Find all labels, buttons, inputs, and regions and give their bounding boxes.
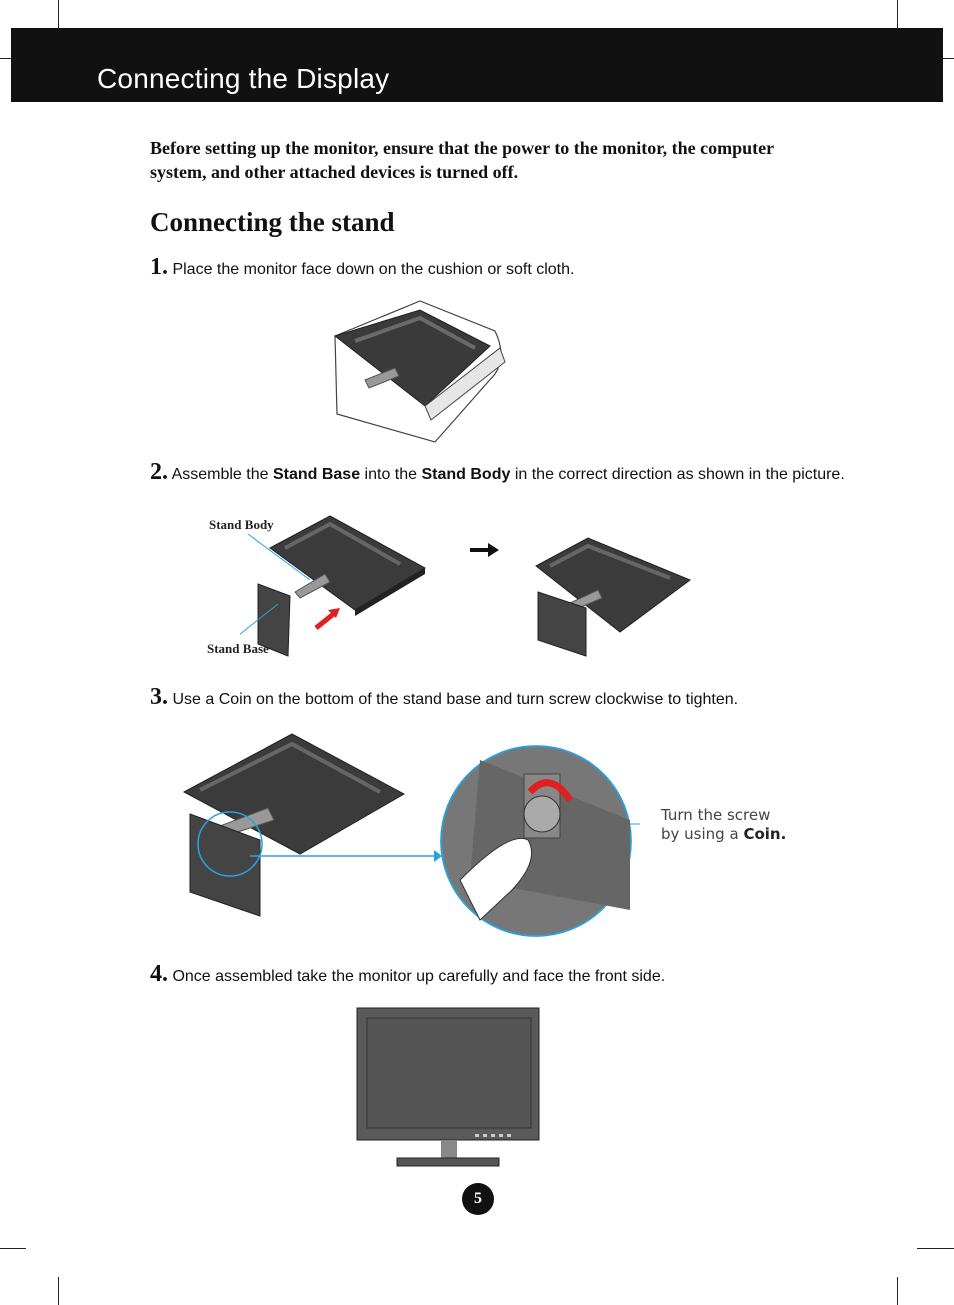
monitor-front-illustration xyxy=(356,1007,540,1167)
page-number: 5 xyxy=(462,1183,494,1215)
crop-mark xyxy=(58,1277,59,1305)
step-number: 4. xyxy=(150,961,168,987)
header-bar xyxy=(11,28,943,102)
crop-mark xyxy=(0,1248,26,1249)
crop-mark xyxy=(897,1277,898,1305)
step-number: 1. xyxy=(150,254,168,280)
crop-mark xyxy=(943,58,954,59)
step-1: 1. Place the monitor face down on the cu… xyxy=(150,254,574,281)
step-2: 2. Assemble the Stand Base into the Stan… xyxy=(150,459,845,485)
right-arrow-icon xyxy=(470,543,499,557)
step-text: Place the monitor face down on the cushi… xyxy=(172,261,575,278)
step-number: 2. xyxy=(150,459,168,485)
step-3: 3. Use a Coin on the bottom of the stand… xyxy=(150,684,738,711)
intro-warning: Before setting up the monitor, ensure th… xyxy=(150,138,774,182)
stand-base-label: Stand Base xyxy=(207,641,269,656)
stand-assembly-before-illustration xyxy=(240,515,427,657)
stand-assembly-after-illustration xyxy=(535,537,692,657)
coin-note: Turn the screw by using a Coin. xyxy=(661,806,787,843)
coin-screw-illustration xyxy=(182,733,640,937)
crop-mark xyxy=(917,1248,954,1249)
stand-base-term: Stand Base xyxy=(272,466,361,483)
section-title: Connecting the stand xyxy=(150,207,395,237)
step-text: Once assembled take the monitor up caref… xyxy=(172,968,666,985)
crop-mark xyxy=(0,58,11,59)
monitor-face-down-illustration xyxy=(333,300,506,443)
step-4: 4. Once assembled take the monitor up ca… xyxy=(150,961,665,988)
crop-mark xyxy=(897,0,898,28)
stand-body-label: Stand Body xyxy=(209,517,274,532)
step-number: 3. xyxy=(150,684,168,710)
step-text: Use a Coin on the bottom of the stand ba… xyxy=(172,691,739,708)
page-title: Connecting the Display xyxy=(97,63,390,94)
crop-mark xyxy=(58,0,59,28)
stand-body-term: Stand Body xyxy=(421,466,511,483)
